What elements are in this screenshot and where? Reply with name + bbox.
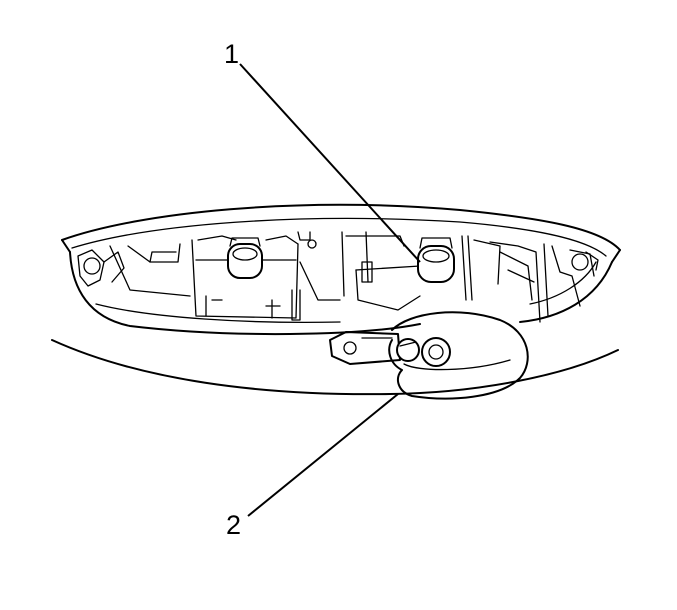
bulb-socket-assembly [329,311,529,400]
callout-2-label: 2 [226,510,241,540]
callout-1-label: 1 [224,39,239,69]
callout-2-leader [247,393,399,517]
headliner-contour [51,339,619,396]
lamp-housing [61,203,621,336]
callout-1-leader [239,63,421,263]
